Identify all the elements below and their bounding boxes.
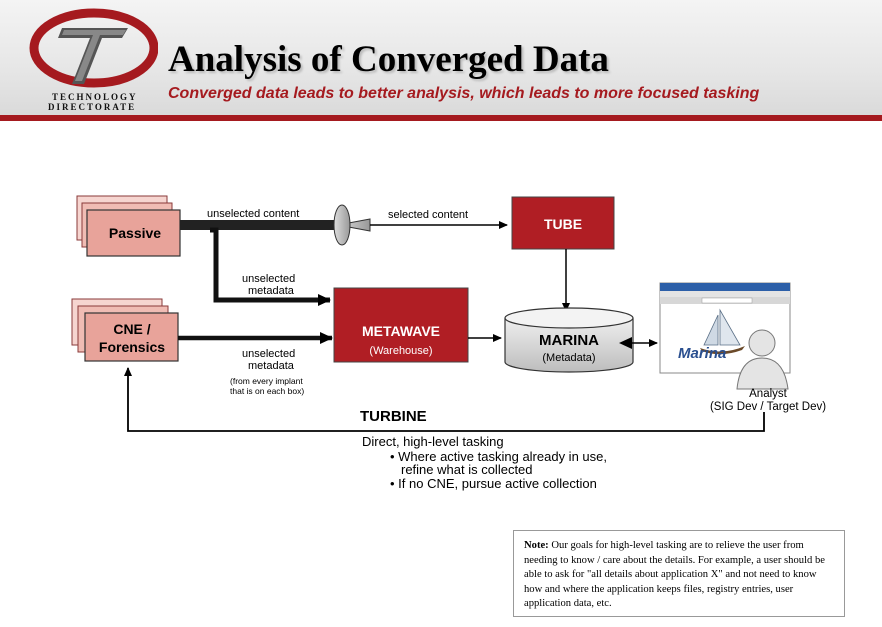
tasking-bullet1a: • Where active tasking already in use, xyxy=(390,449,607,464)
unselected-content-label: unselected content xyxy=(207,208,299,220)
logo-text-line1: TECHNOLOGY xyxy=(52,92,138,102)
analyst-person-icon xyxy=(736,329,789,390)
passive-metadata-arrow xyxy=(210,227,331,306)
marina-sublabel: (Metadata) xyxy=(542,352,595,364)
marina-browser-screenshot-icon: Marina xyxy=(659,282,791,374)
tasking-bullet1b: refine what is collected xyxy=(401,462,533,477)
turbine-tasking-arrow xyxy=(124,367,765,432)
screen-brand-label: Marina xyxy=(678,345,726,362)
marina-label: MARINA xyxy=(539,332,599,349)
metawave-label: METAWAVE xyxy=(362,323,440,339)
tube-label: TUBE xyxy=(544,216,582,232)
tube-box: TUBE xyxy=(511,196,615,250)
note-text: Our goals for high-level tasking are to … xyxy=(524,540,825,610)
marina-database: MARINA (Metadata) xyxy=(504,307,634,373)
filter-funnel-icon xyxy=(333,204,371,246)
note-label: Note: xyxy=(524,540,549,551)
unselected-content-pipe xyxy=(180,220,340,230)
page-subtitle: Converged data leads to better analysis,… xyxy=(168,85,760,102)
technology-directorate-logo xyxy=(29,8,158,88)
cne-label-line1: CNE / xyxy=(113,321,150,337)
unselected-metadata-2b: metadata xyxy=(248,360,295,372)
implant-note-b: that is on each box) xyxy=(230,386,304,396)
implant-note-a: (from every implant xyxy=(230,376,303,386)
analyst-label: Analyst xyxy=(749,388,788,400)
note-box: Note: Our goals for high-level tasking a… xyxy=(513,530,845,617)
metawave-box: METAWAVE (Warehouse) xyxy=(333,287,469,363)
tasking-bullet2: • If no CNE, pursue active collection xyxy=(390,476,597,491)
logo-text-line2: DIRECTORATE xyxy=(48,102,137,112)
metawave-sublabel: (Warehouse) xyxy=(369,345,432,357)
cne-forensics-source: CNE / Forensics xyxy=(71,298,179,362)
turbine-label: TURBINE xyxy=(360,408,427,425)
selected-content-label: selected content xyxy=(388,209,468,221)
passive-label: Passive xyxy=(109,225,161,241)
unselected-metadata-1b: metadata xyxy=(248,285,295,297)
unselected-metadata-1a: unselected xyxy=(242,273,295,285)
page-title: Analysis of Converged Data xyxy=(168,39,609,80)
analyst-sublabel: (SIG Dev / Target Dev) xyxy=(710,401,826,413)
tasking-title: Direct, high-level tasking xyxy=(362,434,504,449)
passive-source: Passive xyxy=(76,195,181,257)
cne-label-line2: Forensics xyxy=(99,339,165,355)
header-rule xyxy=(0,115,882,121)
unselected-metadata-2a: unselected xyxy=(242,348,295,360)
